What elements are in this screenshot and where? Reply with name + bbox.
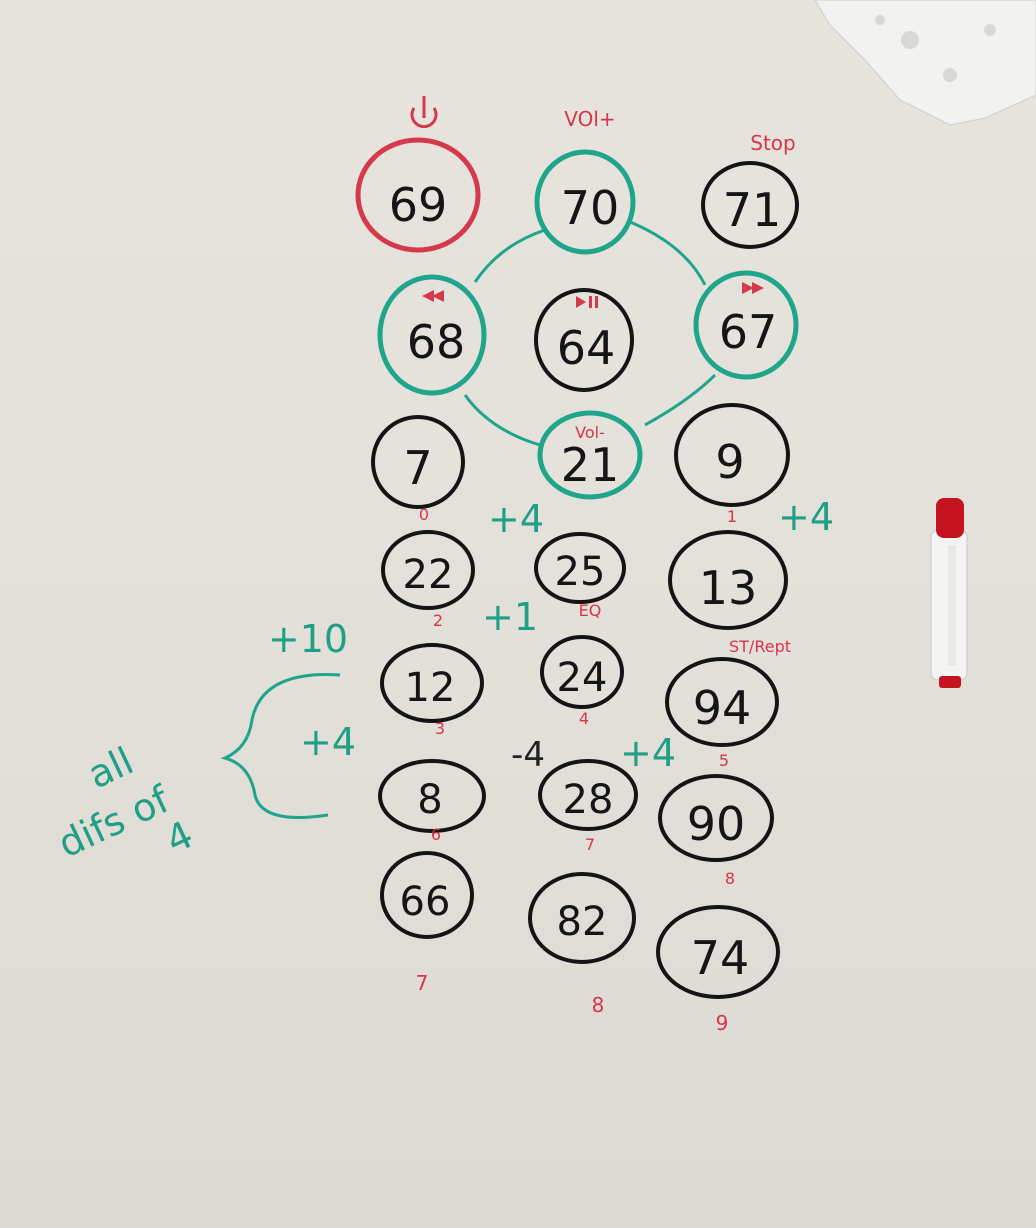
power-icon xyxy=(410,96,438,129)
button-9[interactable]: 9 xyxy=(674,403,790,507)
svg-text:9: 9 xyxy=(715,435,744,489)
button-28[interactable]: 28 xyxy=(538,759,638,831)
button-8[interactable]: 8 xyxy=(378,759,486,833)
note-plus1: +1 xyxy=(482,595,538,639)
button-68[interactable]: 68 xyxy=(377,274,487,396)
note-plus4-right: +4 xyxy=(778,495,834,539)
svg-text:25: 25 xyxy=(555,549,606,595)
digit-label-1: 1 xyxy=(727,507,737,526)
digit-label-10: 8 xyxy=(592,993,605,1017)
svg-text:74: 74 xyxy=(691,931,750,985)
digit-label-2: 2 xyxy=(433,611,443,630)
button-69[interactable]: 69 xyxy=(355,137,481,253)
svg-text:69: 69 xyxy=(389,178,448,232)
svg-text:70: 70 xyxy=(561,181,620,235)
svg-text:28: 28 xyxy=(563,777,614,823)
digit-label-0: 0 xyxy=(419,505,429,524)
paper-snowflake xyxy=(814,0,1036,126)
digit-label-5: 5 xyxy=(719,751,729,770)
button-67[interactable]: 67 xyxy=(693,270,799,380)
svg-text:4: 4 xyxy=(159,812,200,862)
svg-text:22: 22 xyxy=(403,552,454,598)
svg-text:21: 21 xyxy=(561,438,620,492)
note-plus10: +10 xyxy=(268,617,348,661)
button-82[interactable]: 82 xyxy=(528,872,636,964)
button-71[interactable]: 71 xyxy=(701,161,799,249)
digit-label-7: 7 xyxy=(585,835,595,854)
button-13[interactable]: 13 xyxy=(668,530,788,630)
svg-text:67: 67 xyxy=(719,305,778,359)
note-minus4: -4 xyxy=(511,735,545,775)
button-74[interactable]: 74 xyxy=(656,905,780,999)
svg-text:8: 8 xyxy=(417,777,442,823)
play-pause-icon xyxy=(576,296,598,308)
svg-text:7: 7 xyxy=(403,441,432,495)
note-plus4-lower: +4 xyxy=(620,731,676,775)
svg-text:71: 71 xyxy=(723,183,782,237)
svg-text:94: 94 xyxy=(693,681,752,735)
digit-label-6: 6 xyxy=(431,825,441,844)
label-eq: EQ xyxy=(579,601,602,620)
marker-icon xyxy=(930,498,968,688)
button-25[interactable]: 25 xyxy=(534,532,626,604)
button-22[interactable]: 22 xyxy=(381,530,475,610)
svg-text:82: 82 xyxy=(557,899,608,945)
digit-label-8: 8 xyxy=(725,869,735,888)
svg-text:12: 12 xyxy=(405,665,456,711)
button-7[interactable]: 7 xyxy=(371,415,465,509)
digit-label-11: 9 xyxy=(716,1011,729,1035)
button-64[interactable]: 64 xyxy=(534,288,634,392)
svg-text:64: 64 xyxy=(557,321,616,375)
button-70[interactable]: 70 xyxy=(534,149,636,255)
svg-text:66: 66 xyxy=(400,879,451,925)
curly-brace xyxy=(220,673,341,819)
svg-text:90: 90 xyxy=(687,797,746,851)
fast-forward-icon xyxy=(742,282,764,294)
button-21[interactable]: 21 xyxy=(537,410,643,500)
label-stop: Stop xyxy=(750,131,795,155)
note-plus4-middle: +4 xyxy=(488,497,544,541)
svg-text:13: 13 xyxy=(699,561,758,615)
button-24[interactable]: 24 xyxy=(540,635,624,709)
button-90[interactable]: 90 xyxy=(658,774,774,862)
note-plus4-brace: +4 xyxy=(300,720,356,764)
button-94[interactable]: 94 xyxy=(665,657,779,747)
digit-label-9: 7 xyxy=(416,971,429,995)
svg-text:68: 68 xyxy=(407,315,466,369)
button-12[interactable]: 12 xyxy=(380,643,484,723)
svg-text:24: 24 xyxy=(557,655,608,701)
dpad-connector xyxy=(463,220,717,447)
label-vol-plus: VOl+ xyxy=(564,107,615,131)
note-all-difs-of-4: all difs of 4 xyxy=(51,739,200,867)
button-66[interactable]: 66 xyxy=(380,851,474,939)
digit-label-4: 4 xyxy=(579,709,589,728)
label-st-rept: ST/Rept xyxy=(729,637,791,656)
label-vol-minus: Vol- xyxy=(575,423,605,442)
rewind-icon xyxy=(422,290,444,302)
digit-label-3: 3 xyxy=(435,719,445,738)
